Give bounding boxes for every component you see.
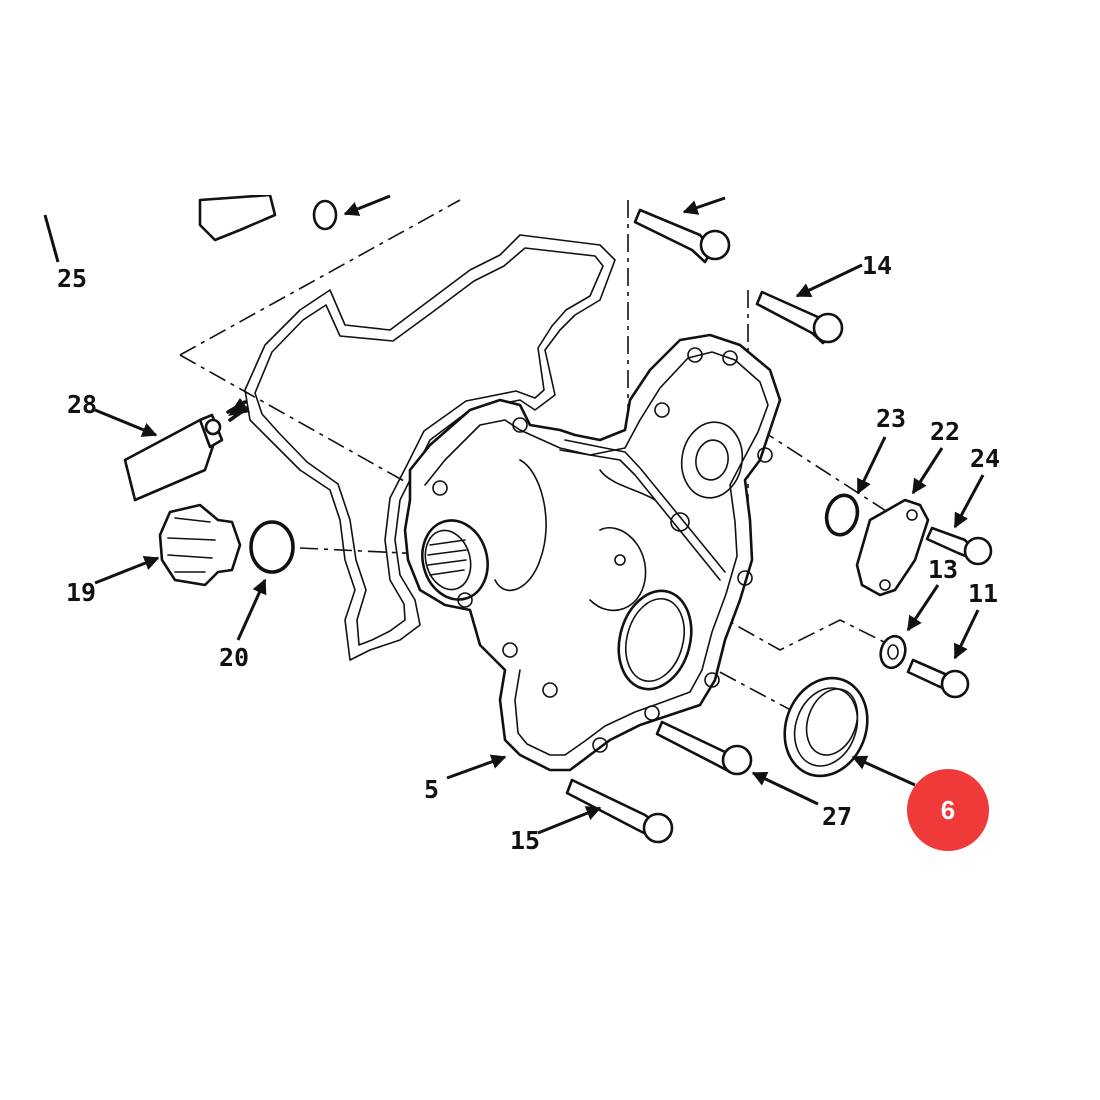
marker-badge[interactable]: 6 bbox=[907, 769, 989, 851]
cover-plate bbox=[855, 498, 930, 597]
partial-bracket bbox=[198, 195, 277, 242]
callout-28: 28 bbox=[67, 390, 97, 419]
callout-5: 5 bbox=[424, 775, 439, 804]
callout-20: 20 bbox=[219, 643, 249, 672]
oil-seal bbox=[783, 676, 869, 778]
callout-labels: 25 28 19 20 14 23 22 24 13 11 5 15 27 bbox=[57, 251, 1000, 855]
cap bbox=[158, 503, 242, 587]
leader-arrows bbox=[43, 195, 985, 835]
bolts bbox=[565, 208, 993, 844]
gasket-inner-edge bbox=[254, 247, 604, 646]
callout-25: 25 bbox=[57, 264, 87, 293]
callout-15: 15 bbox=[510, 826, 540, 855]
callout-19: 19 bbox=[66, 578, 96, 607]
sealant-tube bbox=[123, 398, 250, 502]
callout-13: 13 bbox=[928, 555, 958, 584]
callout-24: 24 bbox=[970, 444, 1000, 473]
callout-11: 11 bbox=[968, 579, 998, 608]
callout-23: 23 bbox=[876, 404, 906, 433]
washer bbox=[879, 634, 907, 670]
o-ring-small bbox=[824, 493, 860, 537]
marker-label: 6 bbox=[941, 795, 955, 825]
callout-22: 22 bbox=[930, 417, 960, 446]
timing-cover bbox=[403, 333, 782, 772]
partial-plug bbox=[312, 199, 338, 231]
callout-27: 27 bbox=[822, 802, 852, 831]
callout-14: 14 bbox=[862, 251, 892, 280]
o-ring-large bbox=[249, 520, 295, 574]
